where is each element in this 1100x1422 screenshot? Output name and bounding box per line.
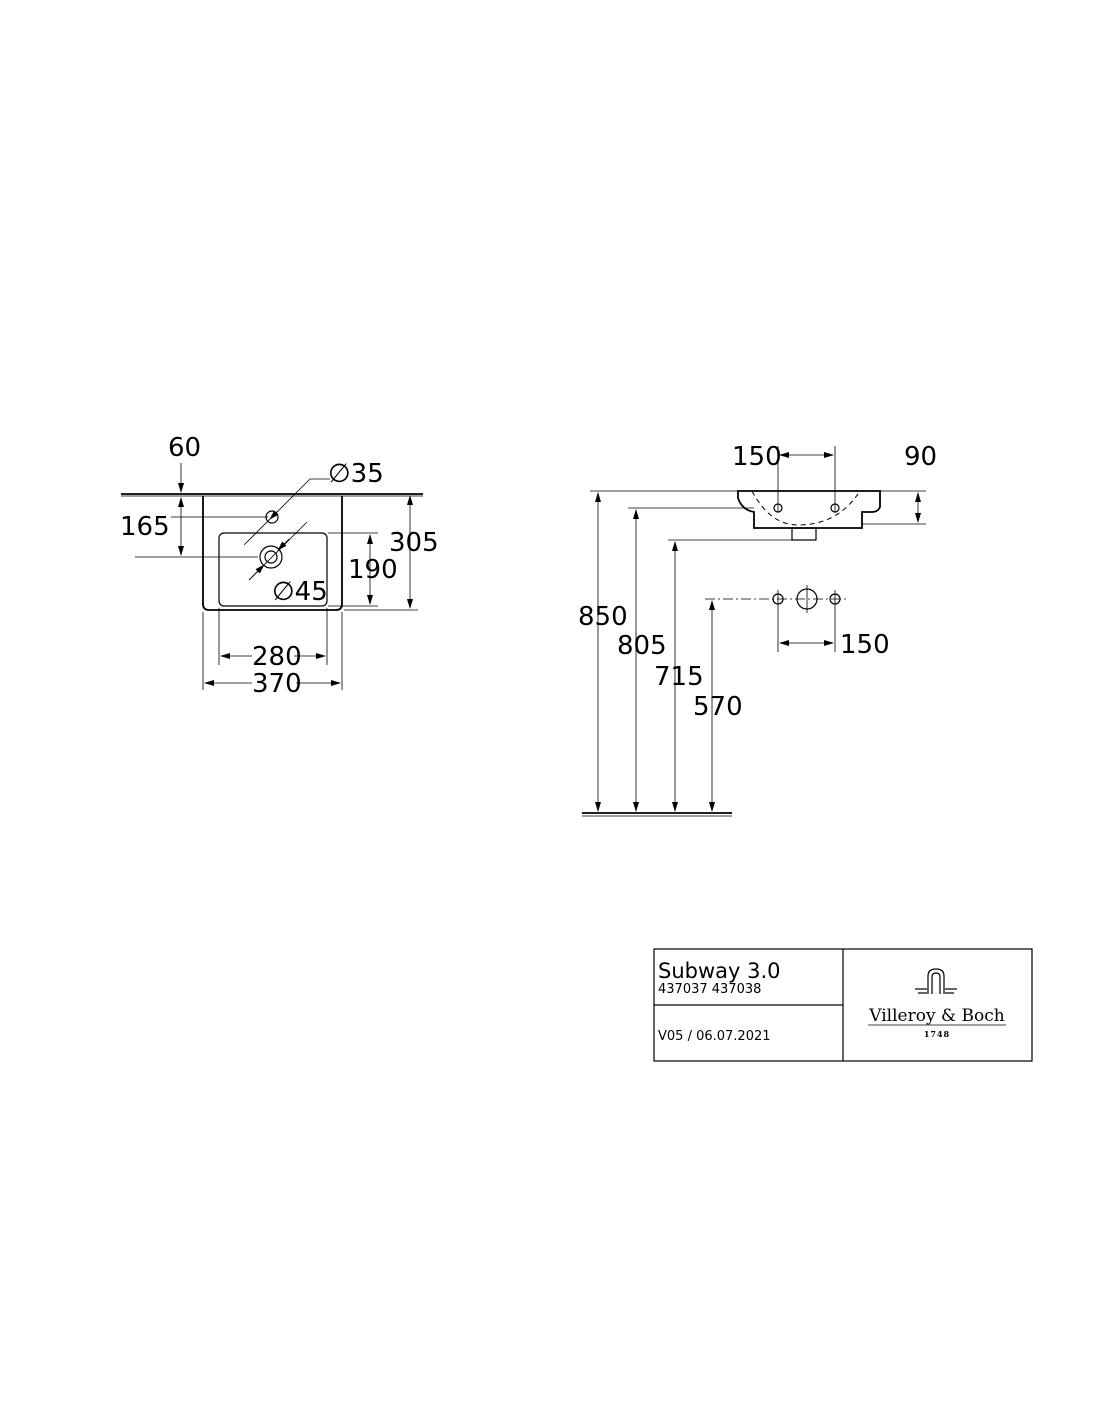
dim-190: 190 (348, 555, 398, 585)
brand-name: Villeroy & Boch (868, 1006, 1005, 1026)
dim-805: 805 (617, 631, 667, 661)
version-date: V05 / 06.07.2021 (658, 1029, 771, 1044)
side-view: 150 90 850 805 715 570 150 (578, 442, 937, 817)
waste-hole-outer (259, 545, 283, 569)
dim-280: 280 (252, 642, 302, 672)
waste-hole-inner (264, 550, 278, 564)
brand-logo: Villeroy & Boch 1748 (868, 968, 1006, 1039)
dim-570: 570 (693, 692, 743, 722)
article-numbers: 437037 437038 (658, 982, 761, 997)
dim-305: 305 (389, 528, 439, 558)
plan-view: 60 165 ∅35 ∅45 190 305 280 (120, 433, 439, 699)
bowl-outline (218, 532, 328, 607)
dim-150-bottom: 150 (840, 630, 890, 660)
dim-165: 165 (120, 512, 170, 542)
brand-year: 1748 (924, 1029, 950, 1039)
dim-850: 850 (578, 602, 628, 632)
basin-outline (202, 496, 343, 611)
dim-diameter-35: ∅35 (328, 459, 384, 489)
waste-outlet (791, 527, 817, 541)
dim-60: 60 (168, 433, 201, 463)
dim-370: 370 (252, 669, 302, 699)
basin-profile (737, 490, 881, 529)
product-name: Subway 3.0 (658, 959, 781, 983)
dim-150-top: 150 (732, 442, 782, 472)
dim-90: 90 (904, 442, 937, 472)
dim-diameter-45: ∅45 (272, 577, 328, 607)
dim-715: 715 (654, 662, 704, 692)
title-block: Subway 3.0 437037 437038 V05 / 06.07.202… (653, 948, 1033, 1062)
bowl-hidden-line (751, 490, 861, 526)
